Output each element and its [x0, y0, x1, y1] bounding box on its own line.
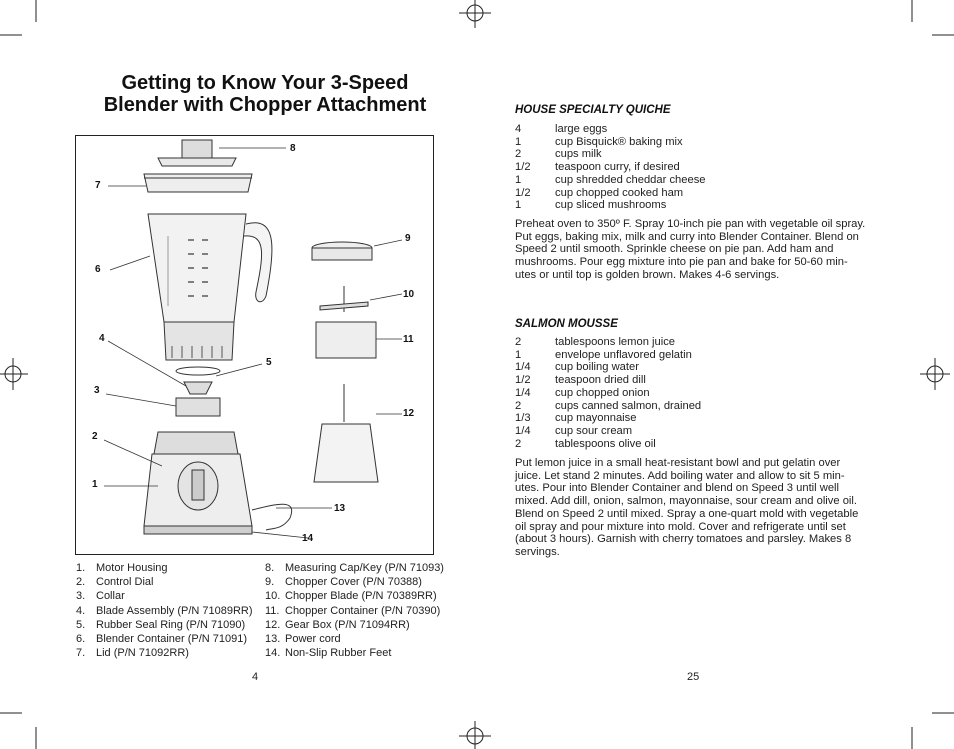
title-line-1: Getting to Know Your 3-Speed	[121, 72, 409, 94]
container-shape	[147, 213, 247, 323]
part-item: 8.Measuring Cap/Key (P/N 71093)	[265, 562, 444, 574]
part-item: 10.Chopper Blade (P/N 70389RR)	[265, 590, 437, 603]
callout-8: 8	[290, 143, 296, 154]
lid-shape	[143, 173, 253, 193]
page-title: Getting to Know Your 3-Speed Blender wit…	[60, 72, 470, 116]
part-item: 12.Gear Box (P/N 71094RR)	[265, 618, 410, 631]
callout-4: 4	[99, 333, 105, 344]
part-item: 6.Blender Container (P/N 71091)	[76, 633, 248, 646]
part-item: 11.Chopper Container (P/N 70390)	[265, 604, 441, 617]
recipe-title-quiche: HOUSE SPECIALTY QUICHE	[515, 104, 671, 116]
callout-7: 7	[95, 180, 101, 191]
part-item: 1.Motor Housing	[76, 562, 168, 574]
page-number-right: 25	[687, 671, 700, 683]
callout-9: 9	[405, 233, 411, 244]
chopper-container-shape	[315, 321, 377, 359]
callout-13: 13	[334, 503, 346, 514]
part-item: 7.Lid (P/N 71092RR)	[76, 647, 189, 660]
part-item: 5.Rubber Seal Ring (P/N 71090)	[76, 618, 246, 631]
callout-2: 2	[92, 431, 98, 442]
part-item: 9.Chopper Cover (P/N 70388)	[265, 576, 422, 589]
callout-5: 5	[266, 357, 272, 368]
callout-6: 6	[95, 264, 101, 275]
callout-11: 11	[403, 334, 414, 345]
page-number-left: 4	[252, 671, 259, 683]
callout-10: 10	[403, 289, 415, 300]
callout-12: 12	[403, 408, 415, 419]
quiche-instructions: Preheat oven to 350º F. Spray 10-inch pi…	[515, 218, 866, 281]
callout-14: 14	[302, 533, 314, 544]
parts-list-column-2: 8.Measuring Cap/Key (P/N 71093) 9.Choppe…	[265, 561, 444, 660]
collar-shape	[175, 397, 221, 417]
recipe-title-mousse: SALMON MOUSSE	[515, 318, 618, 330]
mousse-instructions: Put lemon juice in a small heat-resistan…	[515, 457, 859, 558]
blender-illustration	[103, 139, 403, 539]
callout-3: 3	[94, 385, 100, 396]
measuring-cap-shape	[181, 139, 213, 159]
parts-list-column-1: 1.Motor Housing 2.Control Dial 3.Collar …	[76, 561, 253, 660]
gear-box-shape	[313, 423, 379, 483]
part-item: 2.Control Dial	[76, 576, 154, 589]
blender-diagram: 8 7 6 4 5 3 2 1 9 10 11 12 13 14	[75, 135, 434, 555]
callout-1: 1	[92, 479, 98, 490]
part-item: 3.Collar	[76, 590, 125, 603]
part-item: 14.Non-Slip Rubber Feet	[265, 647, 392, 660]
title-line-2: Blender with Chopper Attachment	[103, 94, 427, 116]
part-item: 13.Power cord	[265, 633, 341, 646]
part-item: 4.Blade Assembly (P/N 71089RR)	[76, 604, 253, 617]
